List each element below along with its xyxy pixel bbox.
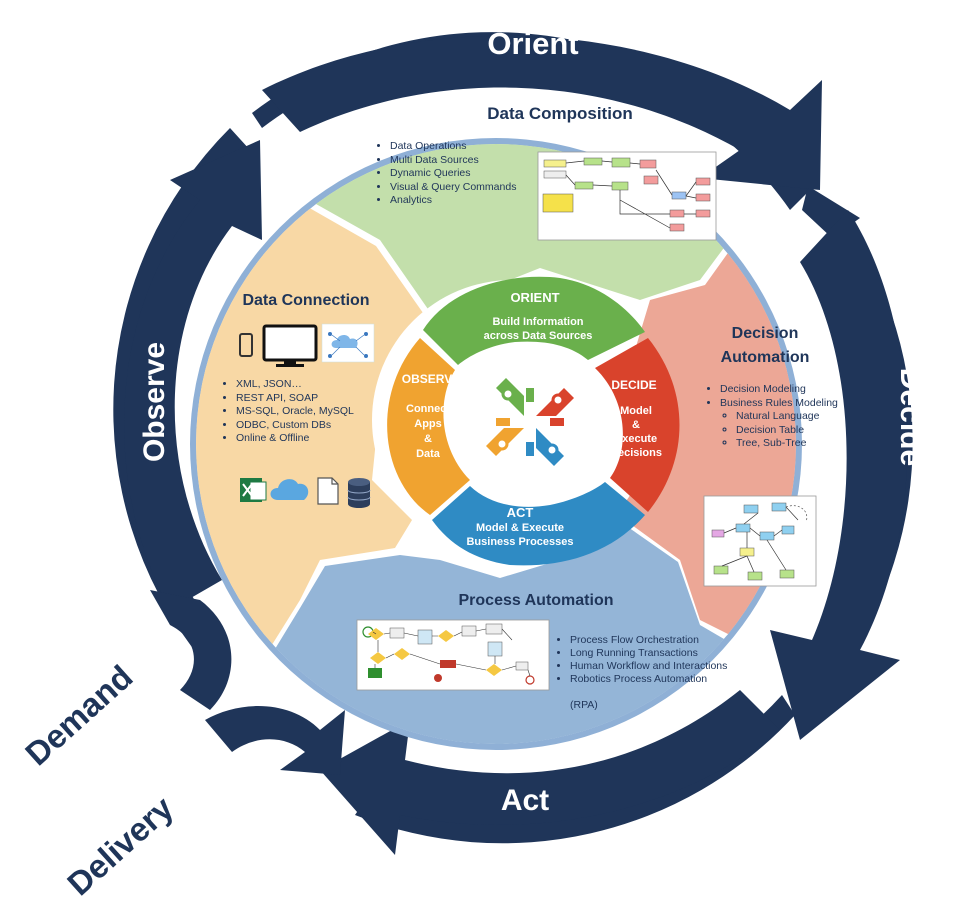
process-list-continuation: (RPA) xyxy=(570,699,598,711)
list-item: XML, JSON… xyxy=(236,378,416,392)
decision-sublist: Natural Language Decision Table Tree, Su… xyxy=(720,410,880,451)
connection-list: XML, JSON… REST API, SOAP MS-SQL, Oracle… xyxy=(222,378,416,446)
inner-act-text: Model & Execute Business Processes xyxy=(450,521,590,549)
process-flow-thumbnail xyxy=(356,619,550,691)
inner-act-segment xyxy=(432,482,645,566)
gear-logo-icon xyxy=(486,378,574,466)
inner-observe-segment xyxy=(387,338,470,515)
decision-title: Decision Automation xyxy=(700,322,830,370)
cloud-network-icon xyxy=(321,323,375,363)
ring-label-observe: Observe xyxy=(138,341,171,463)
list-item: Multi Data Sources xyxy=(390,154,550,168)
list-item: REST API, SOAP xyxy=(236,392,416,406)
inner-observe-line3: & xyxy=(424,433,432,445)
inner-orient-segment xyxy=(423,276,645,365)
inner-decide-line2: & xyxy=(632,419,640,431)
database-icon xyxy=(347,478,371,508)
inner-orient-line1: Build Information xyxy=(492,316,584,328)
excel-icon xyxy=(240,478,267,502)
inner-decide-title: DECIDE xyxy=(611,378,657,392)
list-item: Analytics xyxy=(390,194,550,208)
list-item: Decision Modeling xyxy=(720,383,880,397)
inner-orient-text: Build Information across Data Sources xyxy=(458,315,618,343)
list-item: Dynamic Queries xyxy=(390,167,550,181)
connection-title: Data Connection xyxy=(242,292,370,309)
list-item: Robotics Process Automation xyxy=(570,673,770,686)
inner-act-title: ACT xyxy=(506,505,534,520)
inner-decide-line4: Decisions xyxy=(610,447,662,459)
list-item: MS-SQL, Oracle, MySQL xyxy=(236,405,416,419)
sub-list-item: Tree, Sub-Tree xyxy=(736,437,880,451)
inner-act-line2: Business Processes xyxy=(466,536,574,548)
observe-arrow xyxy=(124,140,262,610)
center-circle xyxy=(464,356,596,488)
composition-title: Data Composition xyxy=(487,104,633,123)
inner-observe-text: Connect Apps & Data xyxy=(398,402,458,462)
sub-list-item: Natural Language xyxy=(736,410,880,424)
inner-observe-title: OBSERVE xyxy=(401,372,461,386)
composition-list: Data Operations Multi Data Sources Dynam… xyxy=(376,140,550,208)
inner-observe-line2: Apps xyxy=(414,418,442,430)
ring-label-orient: Orient xyxy=(487,26,579,61)
inner-observe-line4: Data xyxy=(416,448,440,460)
process-list: Process Flow Orchestration Long Running … xyxy=(556,634,770,686)
inner-decide-segment xyxy=(595,338,680,512)
list-item-label: Business Rules Modeling xyxy=(720,396,838,409)
decision-graph-thumbnail xyxy=(703,495,817,587)
composition-flow-thumbnail xyxy=(537,151,717,241)
list-item: Online & Offline xyxy=(236,432,416,446)
inner-decide-line1: Model xyxy=(620,405,652,417)
mobile-icon xyxy=(239,333,253,357)
decision-title-line1: Decision xyxy=(731,325,799,342)
decide-arrow xyxy=(770,210,908,740)
inner-observe-line1: Connect xyxy=(406,403,450,415)
list-item: Business Rules Modeling Natural Language… xyxy=(720,397,880,451)
demand-delivery-arrow-1 xyxy=(150,590,232,710)
cloud-icon xyxy=(270,479,309,500)
decision-title-line2: Automation xyxy=(720,349,810,366)
inner-orient-line2: across Data Sources xyxy=(483,330,593,342)
process-title: Process Automation xyxy=(458,592,614,609)
inner-orient-title: ORIENT xyxy=(510,290,560,305)
list-item: ODBC, Custom DBs xyxy=(236,419,416,433)
ring-label-decide: Decide xyxy=(894,367,927,467)
inner-decide-line3: Execute xyxy=(614,433,658,445)
list-item: Human Workflow and Interactions xyxy=(570,660,770,673)
orient-arrow xyxy=(262,35,822,190)
inner-decide-text: Model & Execute Decisions xyxy=(603,404,669,460)
list-item: Long Running Transactions xyxy=(570,647,770,660)
decision-list: Decision Modeling Business Rules Modelin… xyxy=(706,383,880,451)
act-arrow xyxy=(320,690,780,855)
list-item: Visual & Query Commands xyxy=(390,181,550,195)
ring-label-act: Act xyxy=(500,784,550,817)
monitor-icon xyxy=(262,324,318,367)
inner-act-line1: Model & Execute xyxy=(475,522,565,534)
demand-delivery-arrow-2 xyxy=(205,706,345,775)
sub-list-item: Decision Table xyxy=(736,424,880,438)
list-item: Data Operations xyxy=(390,140,550,154)
list-item: Process Flow Orchestration xyxy=(570,634,770,647)
document-icon xyxy=(317,477,339,505)
